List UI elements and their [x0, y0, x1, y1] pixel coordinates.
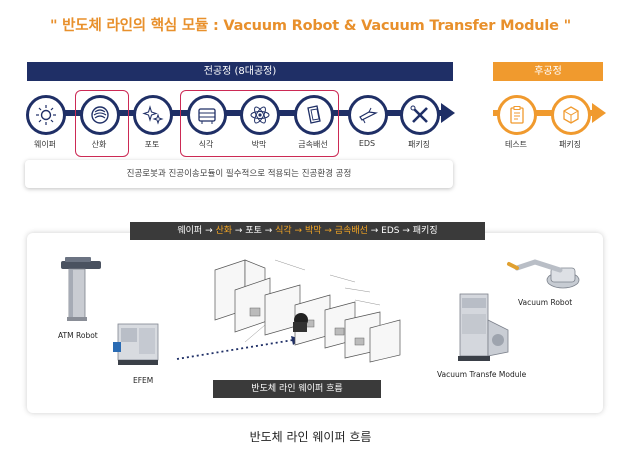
front-process-band: 전공정 (8대공정): [27, 62, 453, 81]
front-step-thinfilm: [240, 95, 280, 135]
back-flow-line: [493, 110, 593, 116]
sparkle-icon: [133, 95, 173, 135]
flow-text: → EDS → 패키징: [367, 226, 438, 236]
front-step-etch: [187, 95, 227, 135]
front-step-wafer: [26, 95, 66, 135]
front-step-metal: [294, 95, 334, 135]
front-step-label: 산화: [91, 140, 107, 149]
front-step-label: 박막: [251, 140, 267, 149]
vacuum-transfer-module-label: Vacuum Transfe Module: [437, 370, 527, 379]
back-step-test: [497, 95, 537, 135]
sun-wafer-icon: [26, 95, 66, 135]
clipboard-icon: [497, 95, 537, 135]
front-step-oxidation: [80, 95, 120, 135]
back-process-band: 후공정: [493, 62, 603, 81]
front-step-label: 포토: [144, 140, 160, 149]
front-flow-line: [28, 110, 443, 116]
fab-line-layout-drawing: [214, 259, 401, 363]
front-step-label: 식각: [198, 140, 214, 149]
flow-text: → 포토 →: [232, 226, 276, 236]
highlight-etch-thinfilm-metal: [180, 90, 339, 157]
figure-caption: 반도체 라인 웨이퍼 흐름: [249, 430, 372, 444]
highlight-oxidation: [75, 90, 129, 157]
tools-icon: [400, 95, 440, 135]
vacuum-transfer-module-illustration: [458, 293, 509, 361]
back-step-label: 테스트: [504, 140, 528, 149]
flow-text-highlight: 산화: [215, 226, 233, 236]
package-icon: [551, 95, 591, 135]
wafer-flow-bar: 웨이퍼 → 산화 → 포토 → 식각 → 박막 → 금속배선 → EDS → 패…: [130, 222, 485, 240]
front-step-label: 패키징: [407, 140, 431, 149]
front-step-packaging: [400, 95, 440, 135]
vacuum-robot-illustration: [507, 259, 580, 289]
front-step-label: 금속배선: [298, 140, 328, 149]
metal-wiring-icon: [294, 95, 334, 135]
oxidation-icon: [80, 95, 120, 135]
atm-robot-label: ATM Robot: [58, 331, 98, 340]
probe-icon: [348, 95, 388, 135]
efem-illustration: [113, 323, 159, 365]
front-step-eds: [348, 95, 388, 135]
page-title: " 반도체 라인의 핵심 모듈 : Vacuum Robot & Vacuum …: [49, 18, 572, 34]
atom-icon: [240, 95, 280, 135]
front-step-label: 웨이퍼: [33, 140, 57, 149]
back-step-packaging: [551, 95, 591, 135]
atm-robot-illustration: [61, 257, 101, 321]
back-step-label: 패키징: [558, 140, 582, 149]
front-step-label: EDS: [358, 139, 376, 148]
back-flow-arrowhead: [592, 103, 606, 123]
vacuum-robot-label: Vacuum Robot: [518, 298, 573, 307]
etch-icon: [187, 95, 227, 135]
front-step-photo: [133, 95, 173, 135]
flow-text: 웨이퍼 →: [177, 226, 216, 236]
flow-text-highlight: 식각 → 박막 → 금속배선: [275, 226, 368, 236]
vacuum-process-note: 진공로봇과 진공이송모듈이 필수적으로 적용되는 진공환경 공정: [25, 160, 453, 188]
efem-label: EFEM: [133, 376, 154, 385]
front-flow-arrowhead: [441, 103, 455, 123]
line-label-bar: 반도체 라인 웨이퍼 흐름: [213, 380, 381, 398]
